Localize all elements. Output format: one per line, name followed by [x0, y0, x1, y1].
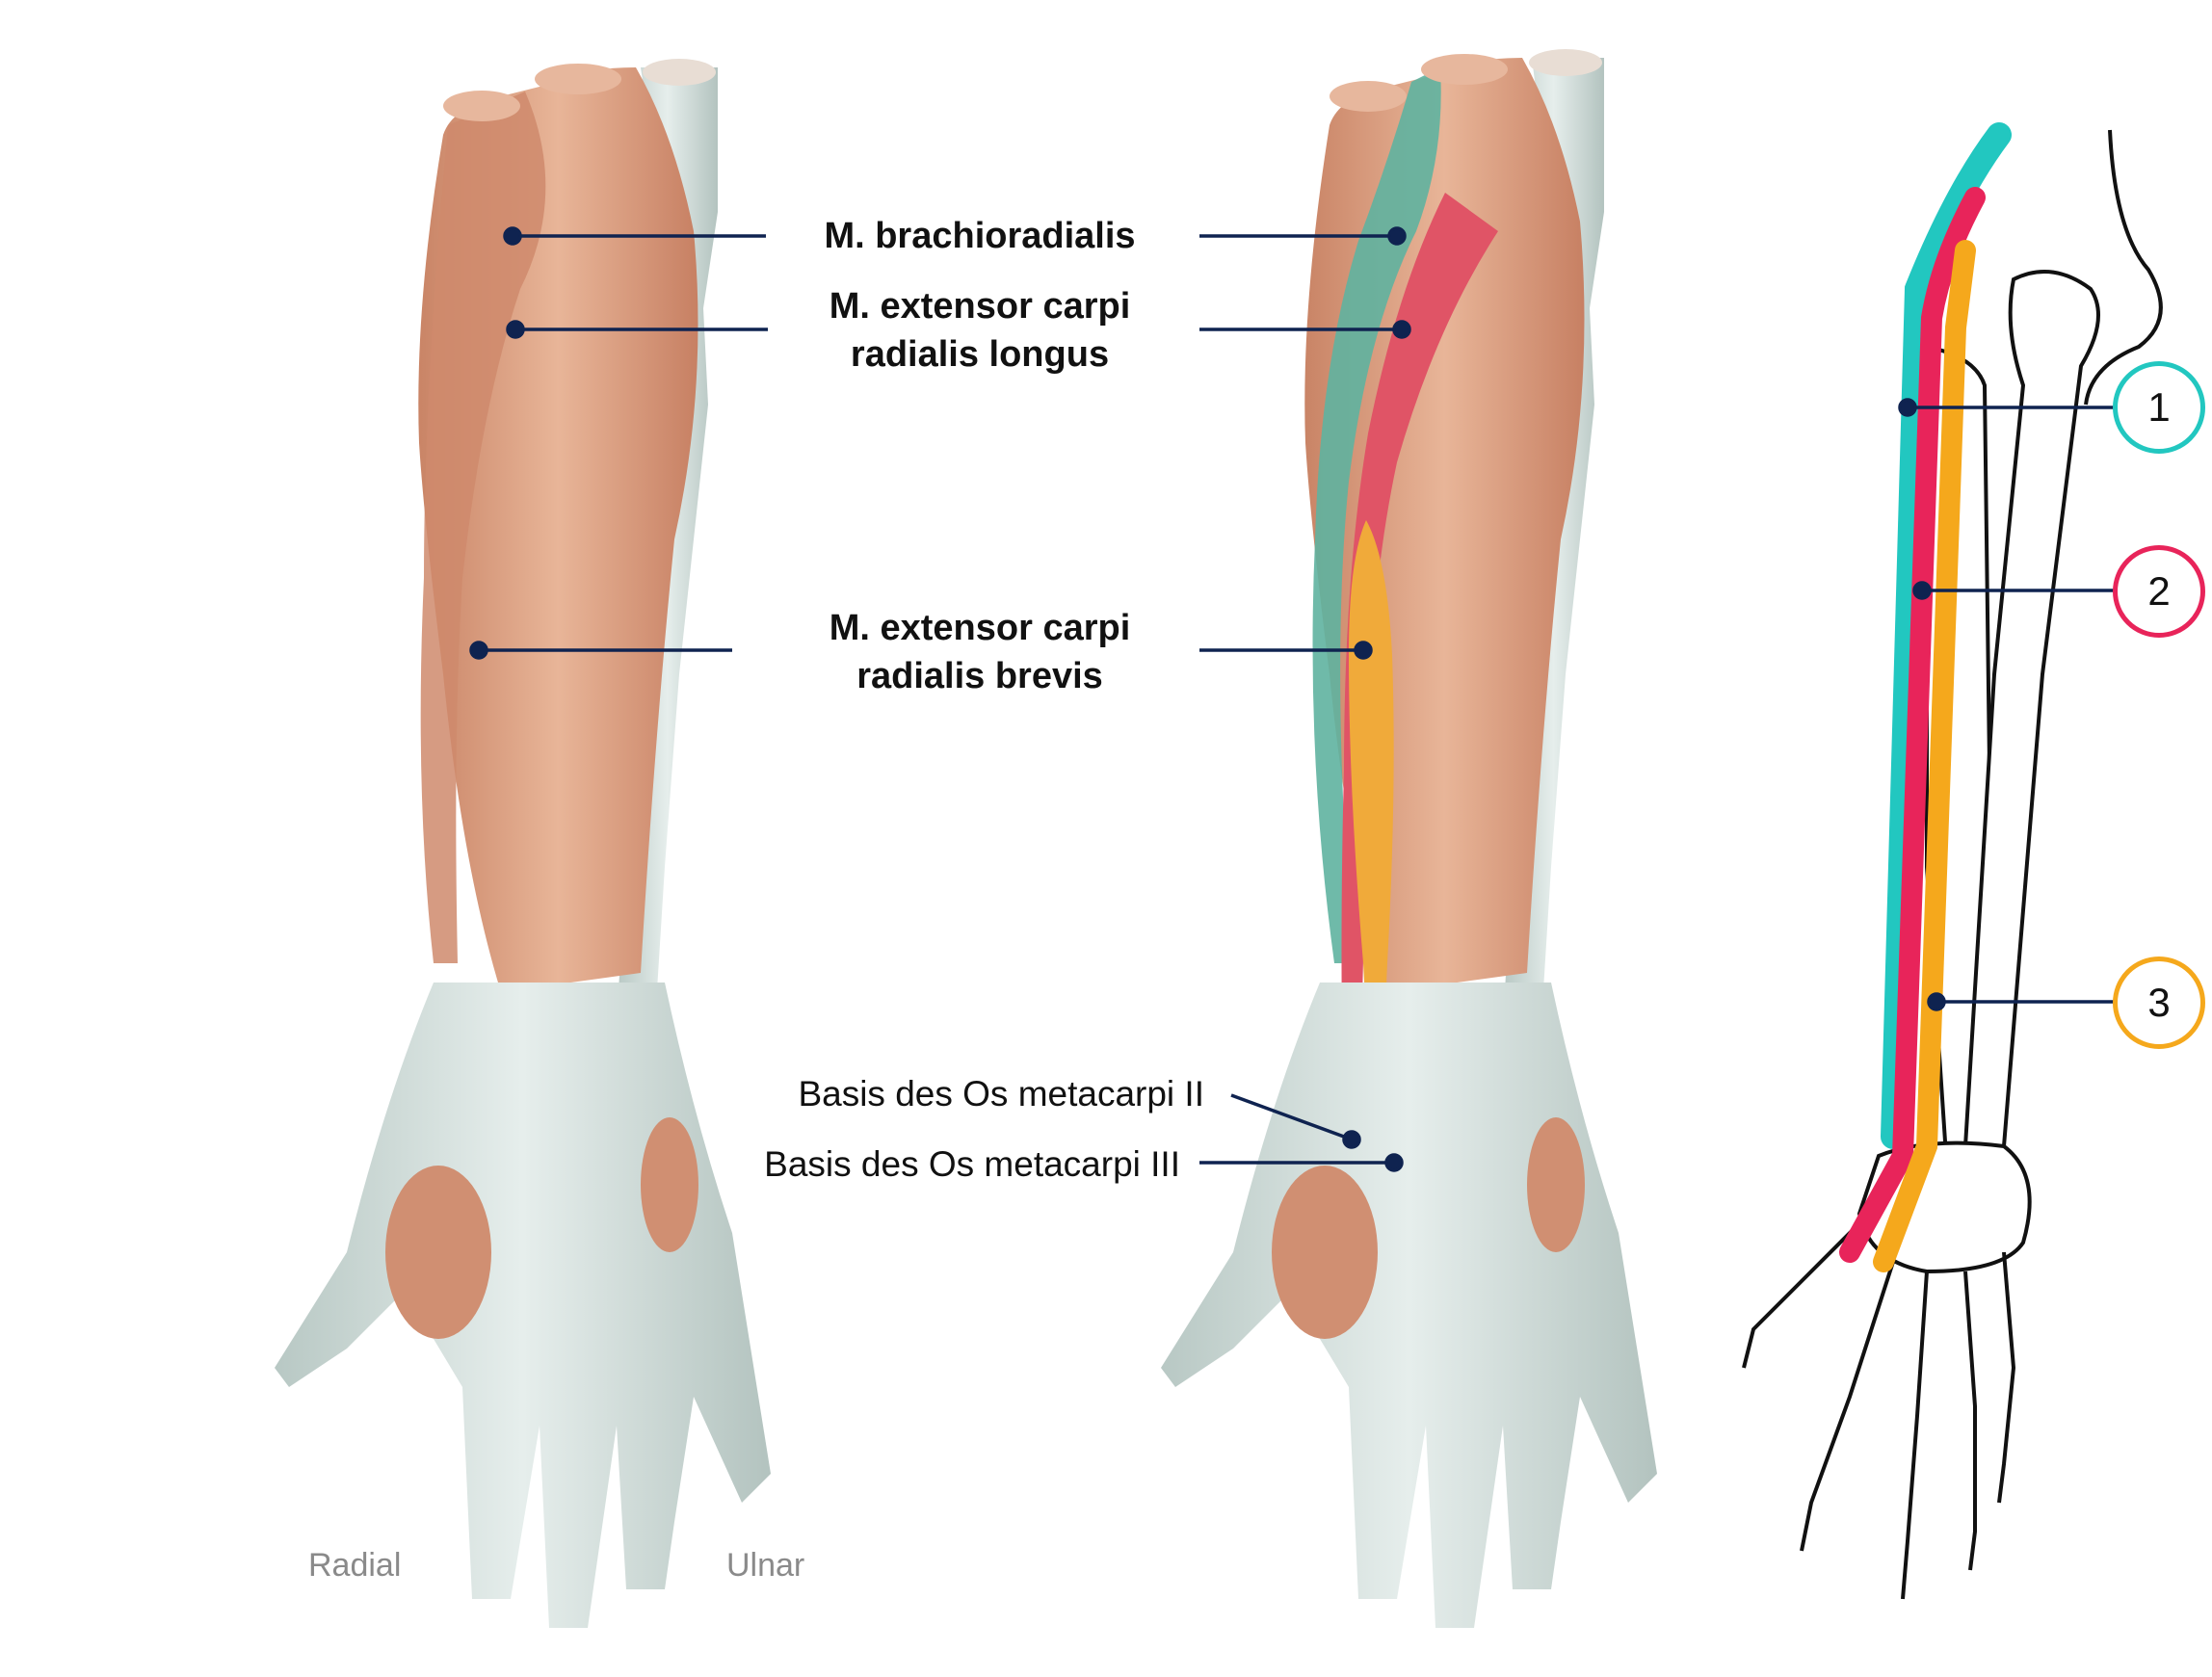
right-skeleton: [1742, 122, 2163, 1600]
middle-cut-top-2: [1421, 54, 1508, 85]
middle-forearm: [1161, 49, 1657, 1628]
leader-dot-basis-mc2: [1342, 1130, 1361, 1149]
ecrl-line: [1839, 187, 1986, 1263]
finger-5: [1997, 1251, 2016, 1504]
left-cut-top-1: [443, 91, 520, 121]
leader-dot-marker-2: [1912, 581, 1932, 600]
label-brachioradialis: M. brachioradialis: [824, 216, 1136, 256]
leader-dot-ecrl-right: [1392, 320, 1411, 339]
leader-dot-ecrl-left: [506, 320, 525, 339]
label-ecrl-line2: radialis longus: [850, 334, 1110, 375]
middle-cut-top-3: [1529, 49, 1602, 76]
left-cut-top-2: [535, 64, 621, 94]
left-forearm: [275, 59, 771, 1628]
left-hand: [275, 983, 771, 1628]
middle-cut-top-1: [1330, 81, 1407, 112]
ecrb-line: [1873, 240, 1976, 1272]
brachioradialis-line: [1881, 122, 2012, 1149]
left-thenar-muscle: [385, 1166, 491, 1339]
middle-thenar-muscle: [1272, 1166, 1378, 1339]
finger-2: [1800, 1261, 1895, 1552]
humerus-outline: [2084, 129, 2163, 406]
leader-dot-marker-3: [1927, 992, 1946, 1011]
leader-dot-brachioradialis-right: [1387, 226, 1407, 246]
leader-dot-basis-mc3: [1384, 1153, 1404, 1172]
label-radial: Radial: [308, 1547, 402, 1584]
leader-dot-marker-1: [1898, 398, 1917, 417]
label-ecrb-line1: M. extensor carpi: [829, 608, 1131, 648]
middle-brachioradialis-highlight: [1312, 67, 1441, 963]
marker-1: 1: [2113, 361, 2205, 454]
label-basis-mc3: Basis des Os metacarpi III: [764, 1144, 1180, 1184]
left-cut-top-3: [643, 59, 716, 86]
finger-4: [1963, 1271, 1977, 1571]
ulna-bone: [1962, 270, 2100, 1148]
marker-3: 3: [2113, 956, 2205, 1049]
label-ecrb-line2: radialis brevis: [856, 656, 1103, 696]
leader-dot-ecrb-right: [1354, 641, 1373, 660]
label-ecrl: M. extensor carpi radialis longus: [787, 282, 1172, 379]
finger-3: [1901, 1271, 1929, 1600]
label-ulnar: Ulnar: [726, 1547, 805, 1584]
label-ecrb: M. extensor carpi radialis brevis: [787, 604, 1172, 700]
middle-hypothenar-muscle: [1527, 1117, 1585, 1252]
finger-1: [1742, 1221, 1861, 1369]
leader-basis-mc2: [1230, 1093, 1353, 1141]
left-hypothenar-muscle: [641, 1117, 698, 1252]
leader-dot-ecrb-left: [469, 641, 488, 660]
middle-hand: [1161, 983, 1657, 1628]
marker-2: 2: [2113, 545, 2205, 638]
left-brachioradialis: [420, 92, 546, 963]
leader-lines: [469, 226, 2115, 1172]
leader-dot-brachioradialis-left: [503, 226, 522, 246]
label-ecrl-line1: M. extensor carpi: [829, 286, 1131, 327]
label-basis-mc2: Basis des Os metacarpi II: [798, 1074, 1204, 1114]
middle-ecrl-highlight: [1341, 193, 1498, 1146]
